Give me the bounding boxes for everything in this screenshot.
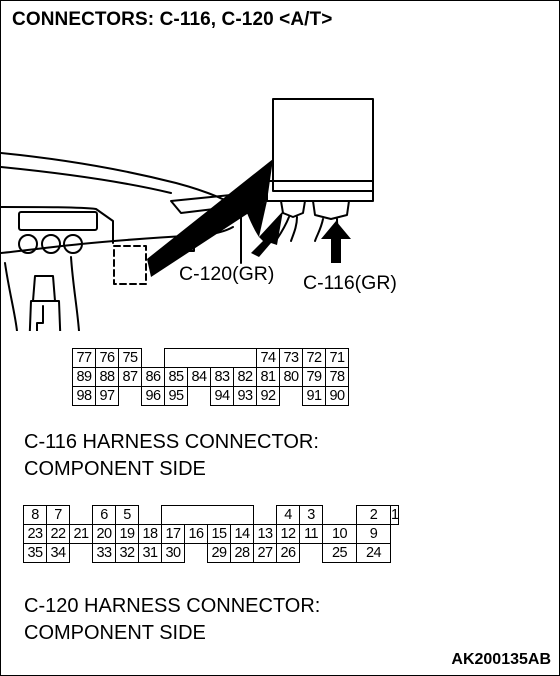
c120-pin: 11 xyxy=(299,524,323,544)
c120-pin: 15 xyxy=(207,524,231,544)
c116-pin: 75 xyxy=(118,348,142,368)
c120-gap xyxy=(322,505,357,525)
c116-pin: 96 xyxy=(141,386,165,406)
c120-row-2: 23 22 21 20 19 18 17 16 15 14 13 12 11 1… xyxy=(23,524,399,544)
c120-pin-table: 8 7 6 5 4 3 2 1 23 22 21 20 19 18 xyxy=(23,505,400,563)
c120-pin: 31 xyxy=(138,543,162,563)
c116-pin: 80 xyxy=(279,367,303,387)
c120-pin: 21 xyxy=(69,524,93,544)
dashboard-illustration xyxy=(1,98,374,331)
c116-row-3: 98 97 96 95 94 93 92 91 90 xyxy=(72,386,349,406)
c120-pin: 34 xyxy=(46,543,70,563)
callout-c120: C-120(GR) xyxy=(179,263,275,285)
c116-pin: 98 xyxy=(72,386,96,406)
c116-row-2: 89 88 87 86 85 84 83 82 81 80 79 78 xyxy=(72,367,349,387)
c116-pin: 94 xyxy=(210,386,234,406)
c116-gap xyxy=(279,386,303,406)
c120-pin: 10 xyxy=(322,524,357,544)
c116-pin: 82 xyxy=(233,367,257,387)
c116-pin: 88 xyxy=(95,367,119,387)
c120-pin: 32 xyxy=(115,543,139,563)
c116-pin: 89 xyxy=(72,367,96,387)
figure-code: AK200135AB xyxy=(451,651,551,668)
c120-pin: 33 xyxy=(92,543,116,563)
c120-pin: 17 xyxy=(161,524,185,544)
c120-pin: 3 xyxy=(299,505,323,525)
c120-pin: 4 xyxy=(276,505,300,525)
c120-pin: 25 xyxy=(322,543,357,563)
c116-pin: 90 xyxy=(325,386,349,406)
c120-pin: 24 xyxy=(356,543,391,563)
c120-pin: 29 xyxy=(207,543,231,563)
c116-pin: 97 xyxy=(95,386,119,406)
c120-pin: 19 xyxy=(115,524,139,544)
c120-pin: 2 xyxy=(356,505,391,525)
c120-gap xyxy=(69,505,93,525)
c120-gap xyxy=(184,543,208,563)
c120-pin: 20 xyxy=(92,524,116,544)
c116-pin: 95 xyxy=(164,386,188,406)
c120-pin: 6 xyxy=(92,505,116,525)
c116-caption: C-116 HARNESS CONNECTOR: COMPONENT SIDE xyxy=(24,429,319,483)
c120-pin: 1 xyxy=(389,505,400,525)
c120-pin: 28 xyxy=(230,543,254,563)
c116-pin: 83 xyxy=(210,367,234,387)
c116-pin: 76 xyxy=(95,348,119,368)
c116-caption-line2: COMPONENT SIDE xyxy=(24,458,206,480)
c116-pin: 91 xyxy=(302,386,326,406)
c116-pin: 84 xyxy=(187,367,211,387)
c120-pin: 9 xyxy=(356,524,391,544)
c120-pin: 13 xyxy=(253,524,277,544)
c120-pin: 5 xyxy=(115,505,139,525)
c116-gap xyxy=(118,386,142,406)
c120-pin: 22 xyxy=(46,524,70,544)
c120-row-1: 8 7 6 5 4 3 2 1 xyxy=(23,505,400,525)
c116-pin: 78 xyxy=(325,367,349,387)
c120-gap xyxy=(299,543,323,563)
c116-pin: 77 xyxy=(72,348,96,368)
c120-pin: 26 xyxy=(276,543,300,563)
c116-gap xyxy=(187,386,211,406)
c116-pin: 79 xyxy=(302,367,326,387)
page-title: CONNECTORS: C-116, C-120 <A/T> xyxy=(12,9,333,30)
c120-gap xyxy=(253,505,277,525)
c116-pin: 93 xyxy=(233,386,257,406)
c120-gap xyxy=(138,505,162,525)
c120-pin: 27 xyxy=(253,543,277,563)
c120-pin: 23 xyxy=(23,524,47,544)
c116-pin-table: 77 76 75 74 73 72 71 89 88 87 86 85 84 8… xyxy=(72,348,349,406)
c120-pin: 35 xyxy=(23,543,47,563)
c120-pin: 12 xyxy=(276,524,300,544)
c120-pin: 7 xyxy=(46,505,70,525)
c116-gap xyxy=(141,348,165,368)
c120-caption: C-120 HARNESS CONNECTOR: COMPONENT SIDE xyxy=(24,593,320,647)
c116-caption-line1: C-116 HARNESS CONNECTOR: xyxy=(24,431,319,453)
c116-pin: 73 xyxy=(279,348,303,368)
c120-pin: 18 xyxy=(138,524,162,544)
c116-pin: 71 xyxy=(325,348,349,368)
c116-pin: 87 xyxy=(118,367,142,387)
c120-pin: 14 xyxy=(230,524,254,544)
c116-pin: 86 xyxy=(141,367,165,387)
c116-pin: 92 xyxy=(256,386,280,406)
c120-gap xyxy=(69,543,93,563)
c120-pin: 16 xyxy=(184,524,208,544)
c120-row-3: 35 34 33 32 31 30 29 28 27 26 25 24 xyxy=(23,543,399,563)
c120-pin: 30 xyxy=(161,543,185,563)
c120-pin: 8 xyxy=(23,505,47,525)
callout-c116: C-116(GR) xyxy=(303,272,397,294)
c116-pin: 85 xyxy=(164,367,188,387)
c116-pin: 74 xyxy=(256,348,280,368)
c116-row-1: 77 76 75 74 73 72 71 xyxy=(72,348,349,368)
c116-connector-face: 77 76 75 74 73 72 71 89 88 87 86 85 84 8… xyxy=(72,348,349,406)
c120-caption-line2: COMPONENT SIDE xyxy=(24,622,206,644)
c116-pin: 72 xyxy=(302,348,326,368)
c120-caption-line1: C-120 HARNESS CONNECTOR: xyxy=(24,595,321,617)
c120-connector-face: 8 7 6 5 4 3 2 1 23 22 21 20 19 18 xyxy=(23,505,400,563)
c116-pin: 81 xyxy=(256,367,280,387)
c120-key xyxy=(161,505,254,525)
c116-key xyxy=(164,348,257,368)
